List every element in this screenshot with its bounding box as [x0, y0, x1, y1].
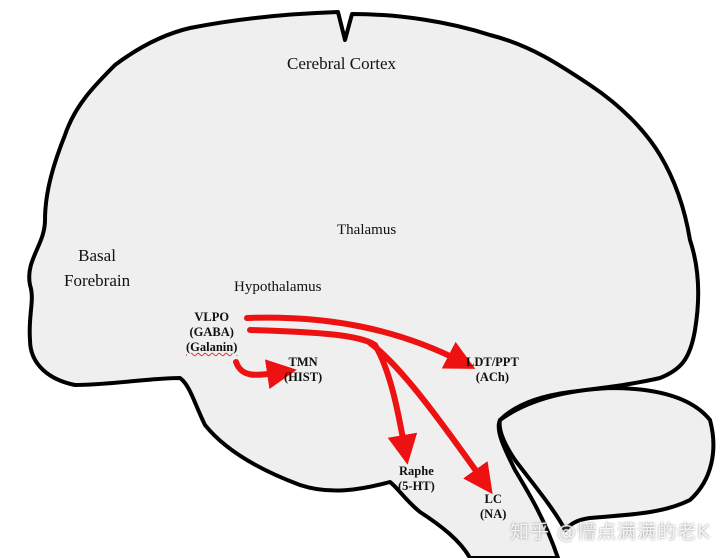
lc-name: LC — [484, 492, 502, 506]
raphe-transmitter: (5-HT) — [398, 479, 435, 493]
tmn-name: TMN — [288, 355, 318, 369]
vlpo-peptide: (Galanin) — [186, 340, 238, 354]
label-lc: LC (NA) — [480, 492, 506, 522]
label-thalamus: Thalamus — [337, 222, 397, 238]
arrow-vlpo-to-ldt — [244, 314, 476, 369]
label-hypothalamus: Hypothalamus — [234, 279, 322, 295]
label-cerebral-cortex: Cerebral Cortex — [287, 54, 397, 73]
ldt-transmitter: (ACh) — [475, 370, 510, 384]
projection-arrows — [233, 314, 493, 495]
vlpo-transmitter: (GABA) — [189, 325, 234, 339]
label-basal: Basal — [78, 246, 116, 265]
label-ldt-ppt: LDT/PPT (ACh) — [466, 355, 519, 385]
watermark: 知乎 @懵点满满的老K — [510, 521, 711, 543]
lc-transmitter: (NA) — [480, 507, 507, 521]
cerebellum-outline — [497, 386, 716, 532]
arrow-vlpo-to-tmn — [233, 359, 297, 390]
ldt-name: LDT/PPT — [466, 355, 519, 369]
label-raphe: Raphe (5-HT) — [398, 464, 435, 494]
vlpo-name: VLPO — [194, 310, 230, 324]
raphe-name: Raphe — [399, 464, 434, 478]
label-tmn: TMN (HIST) — [284, 355, 322, 385]
arrow-vlpo-to-lc — [367, 340, 493, 495]
label-vlpo: VLPO (GABA) (Galanin) — [186, 310, 237, 355]
label-forebrain: Forebrain — [64, 271, 131, 290]
cerebrum-outline — [27, 10, 701, 558]
tmn-transmitter: (HIST) — [284, 370, 323, 384]
label-basal-forebrain: Basal Forebrain — [64, 243, 130, 293]
